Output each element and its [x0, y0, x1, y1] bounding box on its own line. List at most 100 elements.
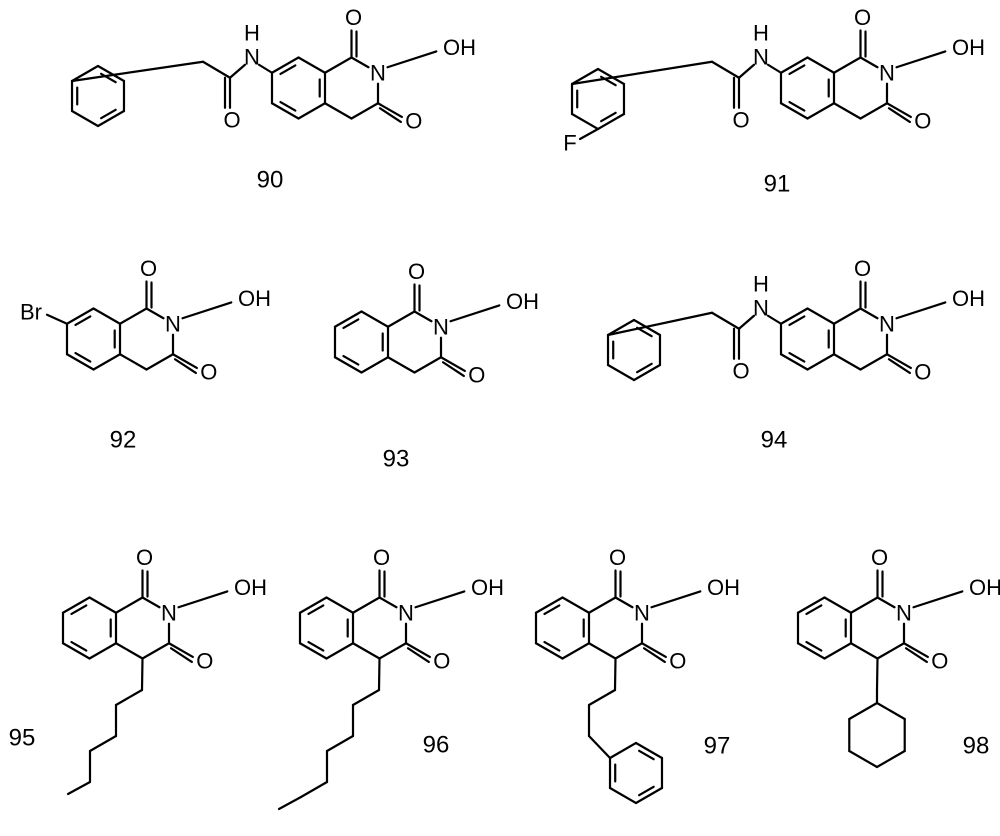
aromatic-inner-bond: [788, 64, 806, 76]
ring-bond: [859, 353, 889, 371]
phenyl-bond: [570, 67, 600, 86]
carbonyl-bond: [887, 358, 911, 375]
carbonyl-bond: [885, 353, 912, 370]
ring-bond: [297, 102, 327, 120]
amide-n-bond: [257, 63, 274, 74]
ring-bond: [849, 596, 879, 614]
ring-bond: [145, 307, 165, 320]
carbonyl-bond: [904, 647, 928, 664]
aromatic-inner-bond: [543, 640, 561, 652]
phenyl-bond: [608, 741, 638, 760]
ring-bond: [297, 56, 327, 74]
carbonyl-oxygen-label: O: [433, 648, 450, 673]
ring-bond: [614, 642, 644, 660]
ring-bond: [859, 102, 889, 120]
ring-bond: [561, 642, 591, 660]
amide-nitrogen-label: N: [244, 44, 260, 69]
aromatic-inner-bond: [788, 315, 806, 327]
hydroxyl-label: OH: [471, 575, 504, 600]
methylene-bond: [201, 60, 232, 79]
hydroxyl-label: OH: [707, 575, 740, 600]
alkyl-bond: [66, 780, 92, 796]
carbonyl-oxygen-label: O: [914, 108, 931, 133]
nitrogen-label: N: [161, 600, 177, 625]
phenyl-bond: [634, 741, 664, 760]
aromatic-inner-bond: [279, 64, 297, 76]
amide-hydrogen-label: H: [244, 20, 260, 45]
carbonyl-oxygen-label: O: [931, 648, 948, 673]
ring-bond: [779, 307, 809, 325]
ring-bond: [114, 596, 144, 614]
carbonyl-oxygen-label: O: [140, 256, 157, 281]
carbonyl-bond: [169, 647, 193, 664]
nitrogen-label: N: [165, 311, 181, 336]
ring-bond: [92, 307, 122, 325]
ring-bond: [351, 596, 381, 614]
compound-id-label: 94: [761, 427, 788, 454]
hydroxyl-label: OH: [952, 286, 985, 311]
carbonyl-bond: [885, 102, 912, 119]
ring-bond: [61, 596, 91, 614]
ring-bond: [360, 310, 390, 328]
ring-bond: [796, 642, 826, 660]
phenyl-bond: [606, 363, 636, 382]
aromatic-inner-bond: [307, 640, 325, 652]
carbonyl-bond: [378, 107, 402, 124]
compound-id-label: 91: [764, 171, 791, 198]
compound-id-label: 92: [110, 427, 137, 454]
ring-bond: [876, 596, 896, 609]
alkyl-bond: [351, 688, 381, 707]
ring-bond: [270, 56, 300, 74]
nitrogen-label: N: [398, 600, 414, 625]
bromine-label: Br: [20, 299, 42, 324]
carbonyl-bond: [902, 642, 929, 659]
ring-bond: [413, 356, 443, 374]
amide-bond: [228, 63, 247, 79]
phenyl-bond: [96, 64, 126, 83]
ring-bond: [88, 596, 118, 614]
ring-bond: [333, 310, 363, 328]
n-o-bond: [386, 50, 438, 69]
c-br-bond: [45, 313, 69, 325]
carbonyl-bond: [640, 642, 667, 659]
ring-bond: [323, 102, 353, 120]
ring-bond: [779, 102, 809, 120]
alkyl-bond: [277, 795, 303, 811]
c-f-bond: [578, 127, 600, 141]
carbonyl-bond: [441, 361, 465, 378]
carbonyl-oxygen-label: O: [196, 648, 213, 673]
hydroxyl-label: OH: [443, 35, 476, 60]
carbonyl-oxygen-label: O: [345, 5, 362, 30]
ring-bond: [351, 642, 381, 660]
carbonyl-bond: [887, 107, 911, 124]
ring-bond: [587, 596, 617, 614]
carbonyl-bond: [439, 356, 466, 373]
compound-id-label: 98: [963, 733, 990, 760]
ring-bond: [88, 642, 118, 660]
hydroxyl-label: OH: [952, 35, 985, 60]
ring-bond: [534, 642, 564, 660]
ring-bond: [298, 642, 328, 660]
ring-bond: [378, 596, 398, 609]
ring-bond: [145, 353, 175, 371]
nitrogen-label: N: [370, 60, 386, 85]
aromatic-inner-bond: [100, 72, 117, 84]
ring-bond: [779, 353, 809, 371]
ring-bond: [118, 353, 148, 371]
ring-bond: [876, 642, 906, 660]
carbonyl-oxygen-label: O: [914, 359, 931, 384]
aromatic-inner-bond: [636, 362, 653, 374]
carbonyl-bond: [642, 647, 666, 664]
carbonyl-oxygen-label: O: [136, 545, 153, 570]
nitrogen-label: N: [879, 311, 895, 336]
cyclohexyl-bond: [848, 701, 879, 721]
amide-bond: [737, 314, 756, 330]
amide-oxygen-label: O: [223, 107, 240, 132]
carbonyl-bond: [167, 642, 194, 659]
ring-bond: [779, 56, 809, 74]
phenyl-bond: [596, 112, 626, 131]
n-o-bond: [449, 304, 501, 323]
ring-bond: [118, 307, 148, 325]
